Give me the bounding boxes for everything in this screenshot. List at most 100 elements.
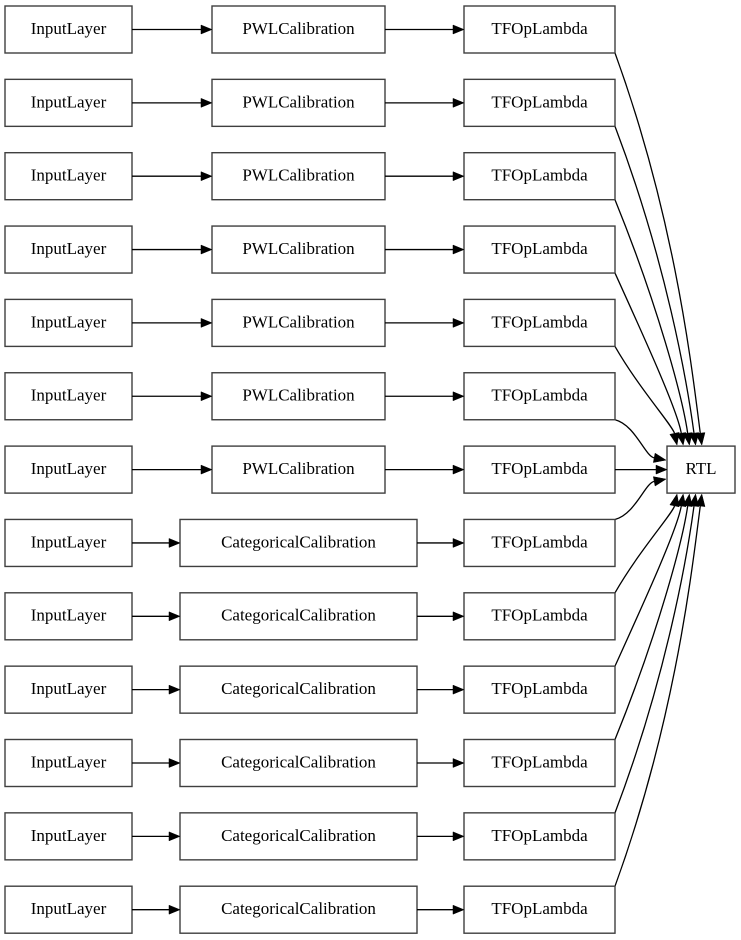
node-tfoplambda-9[interactable]: TFOpLambda [463,592,616,641]
node-tfoplambda-4[interactable]: TFOpLambda [463,225,616,274]
edge-tfoplambda-to-rtl-6-line [614,419,655,459]
node-input-layer-13[interactable]: InputLayer [4,885,133,934]
edge-calibration-to-tfoplambda-2 [385,97,465,108]
edge-tfoplambda-to-rtl-11-arrowhead [682,493,693,507]
edge-calibration-to-tfoplambda-9 [417,611,465,622]
node-input-layer-7-label: InputLayer [31,459,107,478]
node-categorical-calibration-8-box [179,518,418,568]
node-input-layer-3-box [4,151,133,201]
node-tfoplambda-6[interactable]: TFOpLambda [463,372,616,421]
edge-input-to-calibration-11 [132,758,181,768]
node-input-layer-11-label: InputLayer [31,752,107,771]
node-categorical-calibration-8-label: CategoricalCalibration [221,532,376,551]
edge-input-to-calibration-10 [132,684,181,695]
edge-tfoplambda-to-rtl-13-line [614,505,701,887]
edge-calibration-to-tfoplambda-2-arrowhead [452,97,465,108]
node-tfoplambda-13[interactable]: TFOpLambda [463,885,616,934]
node-tfoplambda-5[interactable]: TFOpLambda [463,298,616,348]
edge-input-to-calibration-10-arrowhead [168,684,181,695]
edge-calibration-to-tfoplambda-5-arrowhead [452,318,465,328]
node-input-layer-2[interactable]: InputLayer [4,78,133,128]
node-categorical-calibration-13-label: CategoricalCalibration [221,899,376,918]
node-tfoplambda-3-label: TFOpLambda [491,166,588,185]
node-tfoplambda-8-box [463,518,616,568]
node-tfoplambda-1[interactable]: TFOpLambda [463,5,616,54]
node-tfoplambda-11[interactable]: TFOpLambda [463,738,616,788]
edge-input-to-calibration-13-arrowhead [168,904,181,915]
node-input-layer-12[interactable]: InputLayer [4,812,133,861]
edge-input-to-calibration-6-arrowhead [200,391,213,402]
node-tfoplambda-12[interactable]: TFOpLambda [463,812,616,861]
node-input-layer-7[interactable]: InputLayer [4,445,133,494]
node-input-layer-8-label: InputLayer [31,532,107,551]
node-pwl-calibration-1[interactable]: PWLCalibration [211,5,386,54]
node-pwl-calibration-6-label: PWLCalibration [242,386,355,405]
edge-tfoplambda-to-rtl-5-arrowhead [669,432,680,446]
node-pwl-calibration-5[interactable]: PWLCalibration [211,298,386,348]
edge-calibration-to-tfoplambda-4 [385,244,465,255]
node-input-layer-9[interactable]: InputLayer [4,592,133,641]
node-tfoplambda-11-label: TFOpLambda [491,752,588,771]
edge-calibration-to-tfoplambda-9-arrowhead [452,611,465,622]
node-tfoplambda-10[interactable]: TFOpLambda [463,665,616,714]
edge-input-to-calibration-2-arrowhead [200,97,213,108]
node-categorical-calibration-11[interactable]: CategoricalCalibration [179,738,418,788]
edge-tfoplambda-to-rtl-10 [614,493,687,667]
node-pwl-calibration-6[interactable]: PWLCalibration [211,372,386,421]
node-input-layer-5[interactable]: InputLayer [4,298,133,348]
edge-calibration-to-tfoplambda-1 [385,24,465,35]
node-input-layer-10[interactable]: InputLayer [4,665,133,714]
node-categorical-calibration-8[interactable]: CategoricalCalibration [179,518,418,568]
edge-tfoplambda-to-rtl-2-line [614,126,695,434]
edge-calibration-to-tfoplambda-6 [385,391,465,402]
edge-input-to-calibration-4-arrowhead [200,244,213,255]
node-categorical-calibration-9[interactable]: CategoricalCalibration [179,592,418,641]
node-input-layer-11[interactable]: InputLayer [4,738,133,788]
edge-calibration-to-tfoplambda-1-arrowhead [452,24,465,35]
node-input-layer-9-label: InputLayer [31,606,107,625]
node-tfoplambda-7[interactable]: TFOpLambda [463,445,616,494]
edge-calibration-to-tfoplambda-8-arrowhead [452,538,465,548]
edge-calibration-to-tfoplambda-8 [417,538,465,548]
node-input-layer-3[interactable]: InputLayer [4,151,133,201]
edge-input-to-calibration-11-arrowhead [168,758,181,768]
node-tfoplambda-2[interactable]: TFOpLambda [463,78,616,128]
node-input-layer-1-label: InputLayer [31,19,107,38]
node-tfoplambda-5-box [463,298,616,348]
node-pwl-calibration-4[interactable]: PWLCalibration [211,225,386,274]
edge-input-to-calibration-8 [132,538,181,548]
node-input-layer-7-box [4,445,133,494]
edge-input-to-calibration-8-arrowhead [168,538,181,548]
edge-input-to-calibration-9-arrowhead [168,611,181,622]
node-rtl[interactable]: RTL [666,445,736,494]
node-tfoplambda-9-box [463,592,616,641]
node-tfoplambda-13-label: TFOpLambda [491,899,588,918]
node-categorical-calibration-9-label: CategoricalCalibration [221,606,376,625]
node-input-layer-3-label: InputLayer [31,166,107,185]
node-tfoplambda-8[interactable]: TFOpLambda [463,518,616,568]
node-categorical-calibration-12[interactable]: CategoricalCalibration [179,812,418,861]
node-categorical-calibration-11-label: CategoricalCalibration [221,752,376,771]
node-input-layer-6[interactable]: InputLayer [4,372,133,421]
node-pwl-calibration-4-label: PWLCalibration [242,239,355,258]
node-categorical-calibration-10[interactable]: CategoricalCalibration [179,665,418,714]
node-tfoplambda-7-box [463,445,616,494]
node-input-layer-8[interactable]: InputLayer [4,518,133,568]
edge-input-to-calibration-4 [132,244,213,255]
edge-tfoplambda-to-rtl-11-line [614,505,689,740]
node-tfoplambda-11-box [463,738,616,788]
node-pwl-calibration-7-box [211,445,386,494]
node-input-layer-1[interactable]: InputLayer [4,5,133,54]
node-input-layer-12-label: InputLayer [31,826,107,845]
edge-tfoplambda-to-rtl-8-arrowhead [653,476,667,487]
node-categorical-calibration-13[interactable]: CategoricalCalibration [179,885,418,934]
node-tfoplambda-3[interactable]: TFOpLambda [463,151,616,201]
edge-tfoplambda-to-rtl-9-arrowhead [669,493,680,508]
node-pwl-calibration-7[interactable]: PWLCalibration [211,445,386,494]
edges-layer [614,52,706,887]
node-input-layer-4[interactable]: InputLayer [4,225,133,274]
node-pwl-calibration-3[interactable]: PWLCalibration [211,151,386,201]
node-pwl-calibration-2[interactable]: PWLCalibration [211,78,386,128]
